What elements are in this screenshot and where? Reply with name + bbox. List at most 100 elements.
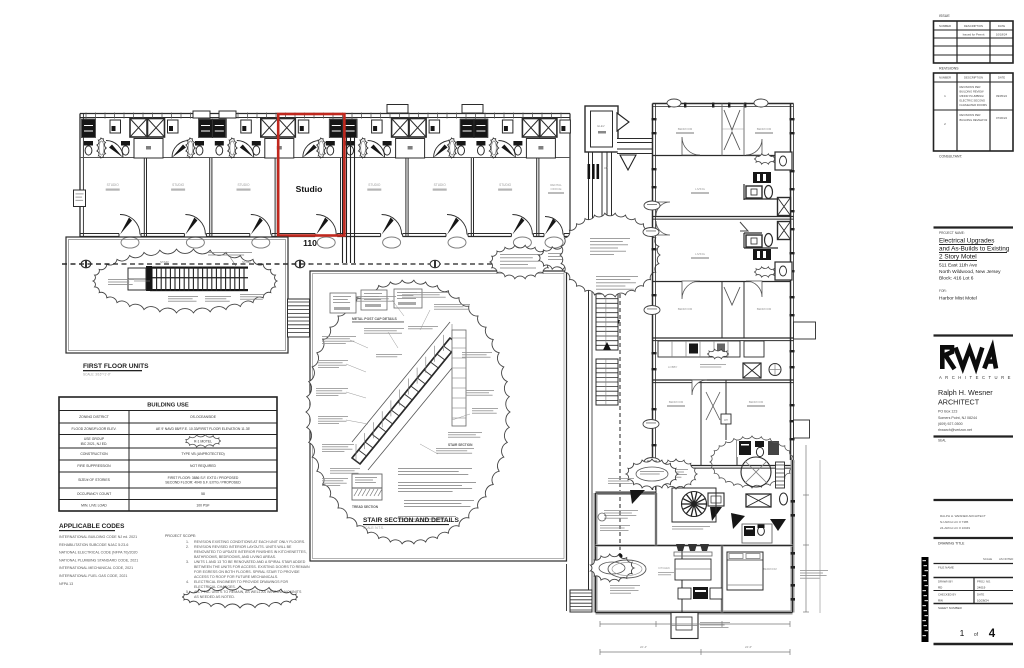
- svg-text:10/18/24: 10/18/24: [996, 33, 1008, 37]
- svg-text:North Wildwood, New Jersey: North Wildwood, New Jersey: [939, 269, 1001, 275]
- svg-text:REVISIONS: REVISIONS: [939, 67, 959, 71]
- svg-text:STUDIO: STUDIO: [107, 183, 120, 187]
- svg-text:CONSTRUCTION: CONSTRUCTION: [80, 452, 108, 456]
- svg-text:NUMBER: NUMBER: [939, 24, 951, 28]
- svg-text:BEDROOM: BEDROOM: [749, 400, 764, 404]
- svg-text:Harbor Mist Motel: Harbor Mist Motel: [939, 296, 977, 302]
- svg-text:STAIR: STAIR: [160, 260, 169, 264]
- svg-text:SECOND FLOOR: 4040 S.F. EXTG /: SECOND FLOOR: 4040 S.F. EXTG / PROPOSED: [165, 481, 241, 485]
- svg-text:KITCHEN: KITCHEN: [658, 566, 670, 570]
- svg-text:LIVING: LIVING: [695, 252, 706, 256]
- svg-text:PO Box 123: PO Box 123: [938, 410, 957, 414]
- svg-text:24'-6": 24'-6": [745, 645, 752, 649]
- svg-text:WH: WH: [724, 419, 728, 422]
- svg-text:REVISION EXISTING CONDITIONS A: REVISION EXISTING CONDITIONS AT EACH UNI…: [194, 540, 305, 544]
- svg-text:07/30/24: 07/30/24: [996, 116, 1007, 120]
- svg-text:APPLICABLE CODES: APPLICABLE CODES: [59, 523, 125, 530]
- svg-text:FIRST FLOOR UNITS: FIRST FLOOR UNITS: [83, 363, 149, 370]
- svg-text:TREAD SECTION: TREAD SECTION: [352, 505, 379, 509]
- svg-text:100 PSF: 100 PSF: [196, 503, 209, 507]
- svg-text:BEDROOM: BEDROOM: [757, 127, 772, 131]
- svg-text:ACCESS TO ROOF FOR FUTURE MECH: ACCESS TO ROOF FOR FUTURE MECHANICALS.: [194, 575, 278, 579]
- svg-text:BUILDING REVIEW #2: BUILDING REVIEW #2: [960, 118, 988, 122]
- svg-text:ZONING DISTRICT: ZONING DISTRICT: [79, 415, 109, 419]
- svg-text:24019: 24019: [977, 586, 986, 590]
- svg-text:FLOOD ZONE/FLOOR ELEV.: FLOOD ZONE/FLOOR ELEV.: [72, 427, 117, 431]
- svg-text:BETWEEN THE UNITS FOR ACCESS.: BETWEEN THE UNITS FOR ACCESS. EXISTING D…: [194, 565, 310, 569]
- svg-text:STAIR SECTION: STAIR SECTION: [448, 443, 473, 447]
- svg-text:2 Story Motel: 2 Story Motel: [939, 254, 977, 261]
- svg-text:STUDIO: STUDIO: [172, 183, 185, 187]
- svg-text:BUILDING REVIEW: BUILDING REVIEW: [960, 90, 985, 94]
- svg-text:rhwarch@verizon.net: rhwarch@verizon.net: [938, 428, 972, 432]
- svg-text:DATE: DATE: [998, 76, 1005, 80]
- svg-text:1.: 1.: [186, 540, 189, 544]
- svg-text:R-1 MOTEL: R-1 MOTEL: [194, 439, 212, 443]
- svg-text:of: of: [974, 632, 979, 638]
- svg-text:FOR:: FOR:: [939, 289, 947, 293]
- svg-text:AE 9' NAVD 88/F.F.E. 10.33/FIR: AE 9' NAVD 88/F.F.E. 10.33/FIRST FLOOR E…: [156, 427, 251, 431]
- svg-text:1: 1: [944, 94, 946, 98]
- svg-text:SEAL: SEAL: [938, 439, 946, 443]
- svg-text:BEDROOM: BEDROOM: [763, 567, 776, 571]
- svg-text:FIRE SUPPRESSION: FIRE SUPPRESSION: [77, 464, 111, 468]
- svg-text:STUDIO: STUDIO: [499, 183, 512, 187]
- svg-text:SCALE: 3/16"=1'-0": SCALE: 3/16"=1'-0": [83, 373, 111, 377]
- svg-text:DESCRIPTION: DESCRIPTION: [964, 24, 983, 28]
- svg-text:PROJECT NAME:: PROJECT NAME:: [939, 231, 965, 235]
- svg-text:MIN. LIVE LOAD: MIN. LIVE LOAD: [81, 503, 107, 507]
- svg-text:NATIONAL PLUMBING STANDARD COD: NATIONAL PLUMBING STANDARD CODE, 2021: [59, 558, 138, 562]
- svg-text:1: 1: [960, 628, 965, 638]
- svg-text:10/28/24: 10/28/24: [977, 599, 989, 603]
- svg-text:4.: 4.: [186, 580, 189, 584]
- svg-text:FILE NAME: FILE NAME: [938, 566, 954, 570]
- svg-text:NFPA 13: NFPA 13: [59, 582, 73, 586]
- svg-text:MINOR PLUMBING/: MINOR PLUMBING/: [960, 94, 985, 98]
- svg-text:ELECTRICAL CHANGES.: ELECTRICAL CHANGES.: [194, 585, 236, 589]
- svg-text:and As-Builds to Existing: and As-Builds to Existing: [939, 246, 1010, 253]
- svg-text:4: 4: [989, 628, 996, 640]
- svg-text:STUDIO: STUDIO: [368, 183, 381, 187]
- svg-text:A R C H I T E C T U R E: A R C H I T E C T U R E: [939, 375, 1012, 380]
- svg-text:FOR EGRESS ON BOTH FLOORS. SPI: FOR EGRESS ON BOTH FLOORS. SPIRAL STAIR …: [194, 570, 300, 574]
- svg-text:NUMBER: NUMBER: [939, 76, 951, 80]
- svg-text:BUILDING USE: BUILDING USE: [147, 403, 189, 409]
- svg-text:METAL POST CAP DETAILS: METAL POST CAP DETAILS: [352, 317, 398, 321]
- svg-text:ARCHITECT: ARCHITECT: [938, 398, 980, 407]
- svg-text:INTERNATIONAL FUEL GAS CODE, 2: INTERNATIONAL FUEL GAS CODE, 2021: [59, 574, 127, 578]
- svg-text:REVISIONS PER: REVISIONS PER: [960, 113, 981, 117]
- svg-text:STUDIO: STUDIO: [237, 183, 250, 187]
- svg-text:INTERNATIONAL BUILDING CODE NJ: INTERNATIONAL BUILDING CODE NJ ed. 2021: [59, 535, 137, 539]
- svg-text:ELECTRICAL ENGINEER TO PROVIDE: ELECTRICAL ENGINEER TO PROVIDE DRAWINGS …: [194, 580, 288, 584]
- svg-text:SIZE/# OF STORIES: SIZE/# OF STORIES: [78, 478, 111, 482]
- svg-text:REVISIONS PER: REVISIONS PER: [960, 85, 981, 89]
- svg-text:Somers Point, NJ 08244: Somers Point, NJ 08244: [938, 416, 977, 420]
- svg-text:Block: 416 Lot 6: Block: 416 Lot 6: [939, 276, 974, 282]
- svg-text:INTERNATIONAL MECHANICAL CODE,: INTERNATIONAL MECHANICAL CODE, 2021: [59, 566, 133, 570]
- svg-text:UNITS 1 AND 13 TO BE RENOVATED: UNITS 1 AND 13 TO BE RENOVATED AND A SPI…: [194, 560, 306, 564]
- svg-text:BEDROOM: BEDROOM: [757, 307, 772, 311]
- svg-text:AS NOTED: AS NOTED: [999, 557, 1013, 561]
- svg-text:NOT REQUIRED: NOT REQUIRED: [190, 464, 216, 468]
- svg-text:TYPE VB (UNPROTECTED): TYPE VB (UNPROTECTED): [181, 452, 224, 456]
- svg-text:511 East 11th Ave: 511 East 11th Ave: [939, 263, 977, 269]
- svg-text:24-ARCH LIC # 10049: 24-ARCH LIC # 10049: [940, 526, 970, 530]
- svg-text:PROJ. NO.: PROJ. NO.: [977, 580, 991, 584]
- svg-text:DESCRIPTION: DESCRIPTION: [964, 76, 983, 80]
- svg-text:FIRST FLOOR: 3886 S.F. EXTG /: FIRST FLOOR: 3886 S.F. EXTG / PROPOSED: [168, 476, 239, 480]
- svg-text:22'-4": 22'-4": [640, 645, 647, 649]
- svg-text:SCALE: SCALE: [983, 557, 992, 561]
- svg-text:(609) 927-0500: (609) 927-0500: [938, 422, 963, 426]
- svg-text:DATE: DATE: [998, 24, 1005, 28]
- svg-text:BEDROOM: BEDROOM: [678, 307, 693, 311]
- svg-text:IBC 2021, NJ ED.: IBC 2021, NJ ED.: [81, 442, 108, 446]
- svg-text:Ralph H. Wesner: Ralph H. Wesner: [938, 388, 993, 397]
- svg-text:NJ ARCH LIC # 7385: NJ ARCH LIC # 7385: [940, 520, 969, 524]
- svg-text:DRAWN BY: DRAWN BY: [938, 580, 953, 584]
- svg-text:2.: 2.: [186, 545, 189, 549]
- svg-text:DATE: DATE: [977, 593, 984, 597]
- svg-text:SHEET NUMBER: SHEET NUMBER: [938, 606, 963, 610]
- svg-text:STAIR SECTION AND DETAILS: STAIR SECTION AND DETAILS: [363, 517, 459, 524]
- svg-text:REVISION REVISED INTERIOR LAYO: REVISION REVISED INTERIOR LAYOUTS. UNITS…: [194, 545, 292, 549]
- svg-text:OFFICE: OFFICE: [551, 187, 562, 191]
